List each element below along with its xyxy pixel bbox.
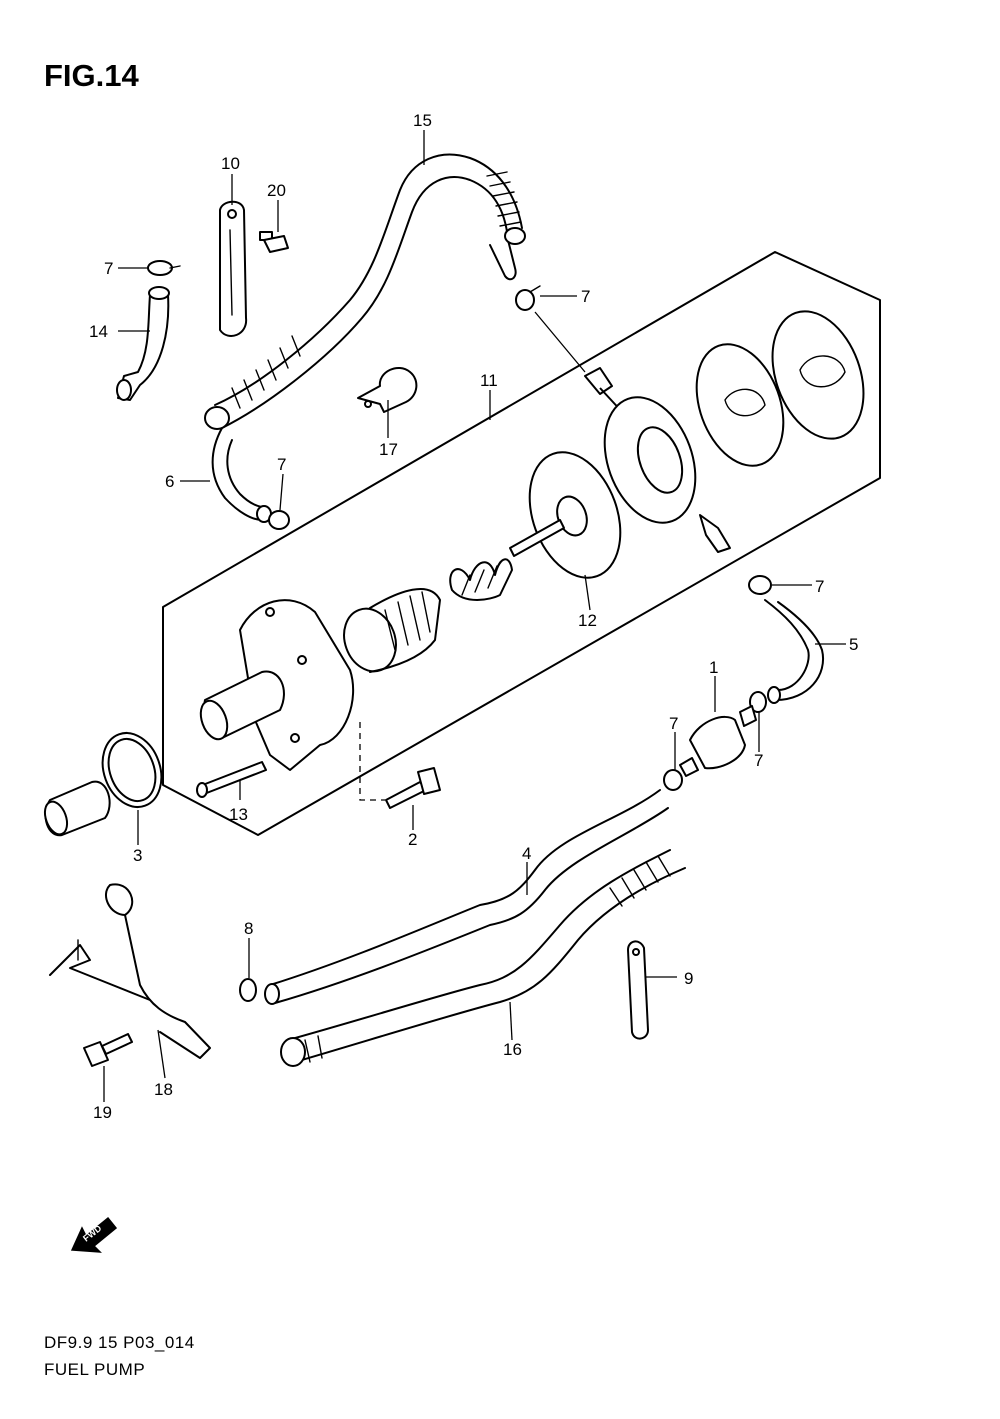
- fwd-arrow-icon: FWD: [70, 1216, 118, 1253]
- callout-5: 5: [849, 635, 858, 654]
- pump-body-plate: [771, 310, 865, 440]
- callout-7-a: 7: [104, 259, 113, 278]
- o-ring-part-3: [101, 732, 163, 808]
- callout-6: 6: [165, 472, 174, 491]
- bolt-part-13: [196, 761, 267, 798]
- callout-16: 16: [503, 1040, 522, 1059]
- callout-18: 18: [154, 1080, 173, 1099]
- callout-7-d: 7: [815, 577, 824, 596]
- figure-code: DF9.9 15 P03_014: [44, 1333, 195, 1352]
- hose-part-15: [204, 153, 526, 430]
- pump-cover: [584, 367, 731, 553]
- pump-base-flange: [199, 599, 355, 771]
- strap-part-10: [219, 200, 248, 337]
- hose-part-6: [211, 427, 272, 523]
- callout-19: 19: [93, 1103, 112, 1122]
- leader-lines: [103, 130, 846, 1102]
- callout-4: 4: [522, 844, 531, 863]
- hose-clip-part-7-a: [147, 260, 181, 276]
- callout-13: 13: [229, 805, 248, 824]
- fuel-pump-assembly-outline: [162, 251, 881, 836]
- callout-2: 2: [408, 830, 417, 849]
- clip-part-8: [239, 978, 257, 1002]
- hose-part-16: [280, 849, 686, 1067]
- hose-clip-part-7-d: [748, 575, 772, 595]
- small-spring: [449, 558, 513, 601]
- bolt-part-2: [385, 767, 441, 809]
- large-spring: [343, 587, 441, 673]
- elbow-hose-part-14: [116, 286, 170, 401]
- figure-title: FIG.14: [44, 58, 139, 93]
- callout-20: 20: [267, 181, 286, 200]
- callout-15: 15: [413, 111, 432, 130]
- callout-7-b: 7: [581, 287, 590, 306]
- filter-cylinder: [43, 780, 111, 837]
- wire-bracket-part-18: [49, 883, 211, 1059]
- figure-name: FUEL PUMP: [44, 1360, 146, 1379]
- diaphragm-part-12: [509, 451, 622, 579]
- bolt-part-19: [83, 1033, 133, 1067]
- clamp-part-17: [357, 367, 418, 413]
- hose-part-5: [764, 599, 825, 704]
- hose-clip-part-7-b: [515, 285, 541, 311]
- fuel-filter-part-1: [679, 705, 757, 777]
- callout-7-e: 7: [669, 714, 678, 733]
- callout-1: 1: [709, 658, 718, 677]
- hose-clip-part-7-e: [749, 691, 767, 713]
- hose-clip-part-7-f: [663, 769, 683, 791]
- hose-part-4: [264, 789, 669, 1005]
- callout-8: 8: [244, 919, 253, 938]
- callout-12: 12: [578, 611, 597, 630]
- gasket-plate: [695, 343, 785, 467]
- callout-9: 9: [684, 969, 693, 988]
- callout-7-c: 7: [277, 455, 286, 474]
- callout-10: 10: [221, 154, 240, 173]
- hose-clip-part-7-c: [268, 510, 290, 530]
- strap-part-9: [627, 940, 649, 1040]
- bolt-part-20: [259, 231, 289, 253]
- callout-14: 14: [89, 322, 108, 341]
- callout-17: 17: [379, 440, 398, 459]
- callout-11: 11: [480, 371, 498, 390]
- callout-3: 3: [133, 846, 142, 865]
- callout-7-f: 7: [754, 751, 763, 770]
